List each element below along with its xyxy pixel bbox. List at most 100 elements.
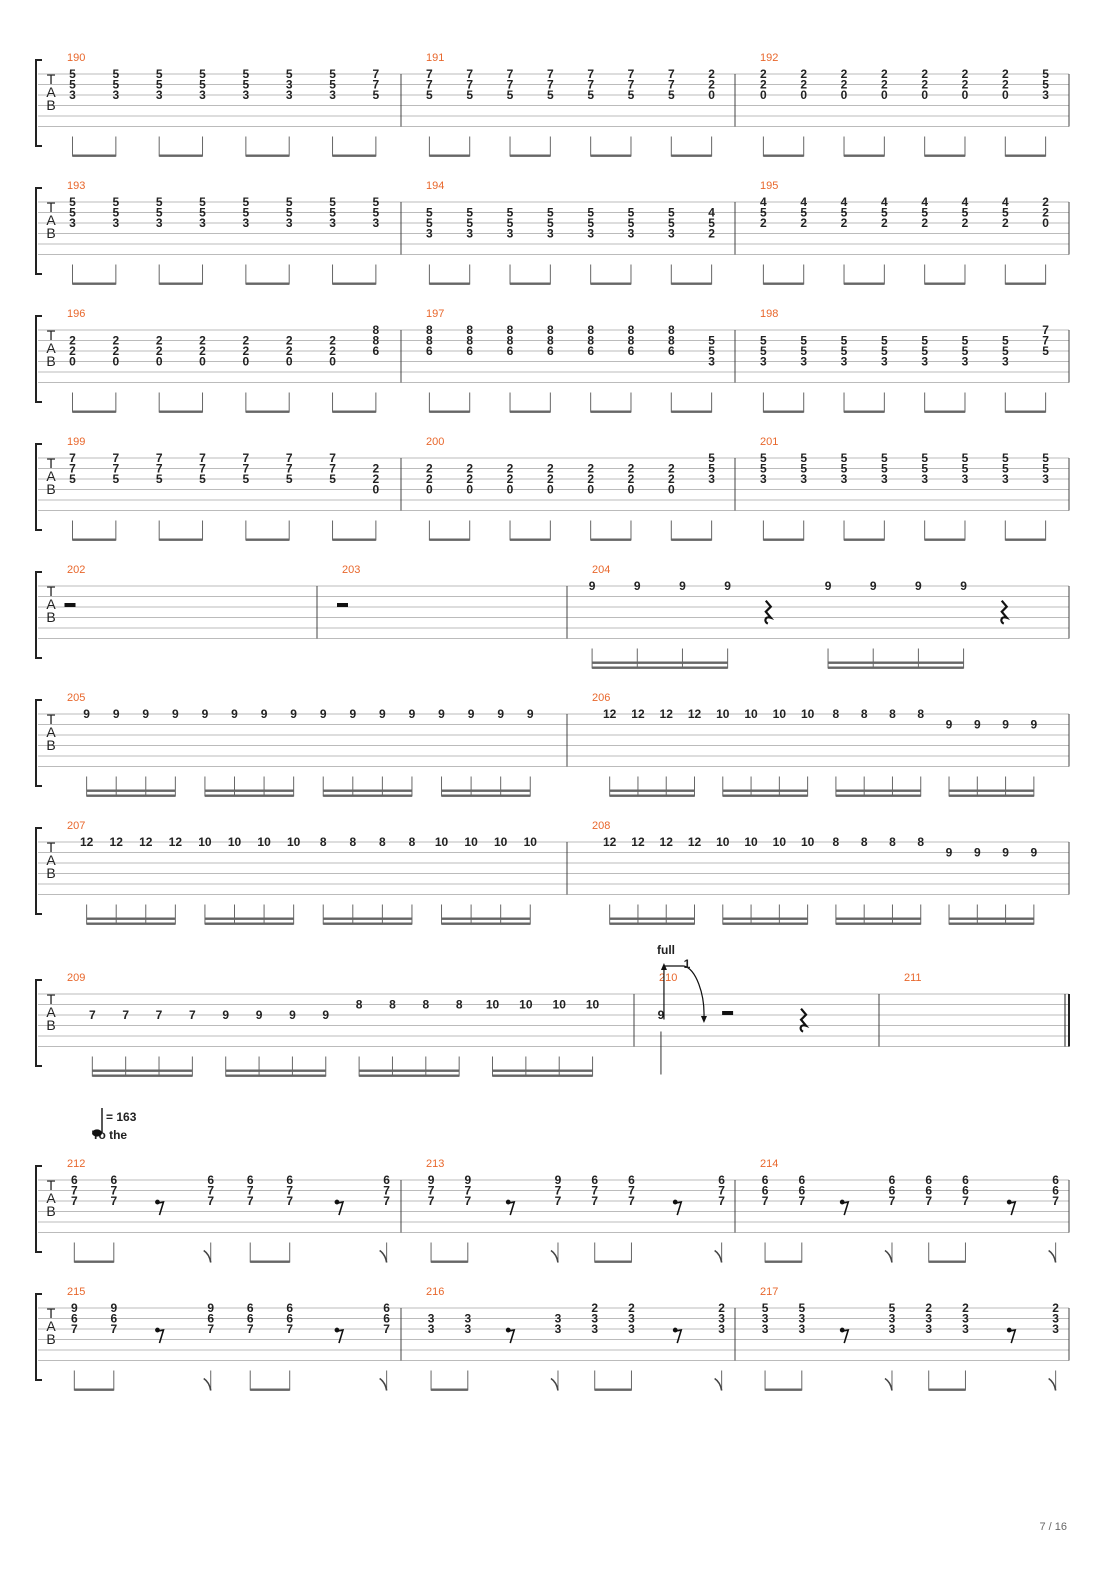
fret-number: 10: [287, 835, 301, 849]
fret-number: 8: [426, 323, 433, 337]
fret-number: 7: [286, 451, 293, 465]
fret-number: 2: [587, 472, 594, 486]
beam: [332, 410, 376, 413]
measure-number: 203: [342, 564, 360, 576]
system-bracket: [35, 1165, 42, 1253]
fret-number: 9: [724, 579, 731, 593]
fret-number: 6: [587, 344, 594, 358]
fret-number: 8: [422, 998, 429, 1012]
fret-number: 9: [202, 707, 209, 721]
fret-number: 3: [1052, 1312, 1059, 1326]
eighth-flag: [884, 1377, 893, 1391]
fret-number: 5: [156, 78, 163, 92]
fret-number: 3: [428, 1322, 435, 1336]
fret-number: 5: [243, 206, 250, 220]
fret-number: 3: [69, 88, 76, 102]
fret-number: 3: [69, 216, 76, 230]
beam: [429, 538, 470, 541]
fret-number: 0: [507, 483, 514, 497]
fret-number: 7: [207, 1322, 214, 1336]
fret-number: 8: [587, 323, 594, 337]
fret-number: 12: [603, 835, 617, 849]
fret-number: 9: [322, 1008, 329, 1022]
fret-number: 0: [373, 483, 380, 497]
fret-number: 9: [555, 1173, 562, 1187]
tab-clef-letter: T: [47, 839, 56, 855]
eighth-rest-stem: [1009, 1329, 1017, 1344]
fret-number: 9: [222, 1008, 229, 1022]
fret-number: 3: [464, 1312, 471, 1326]
eighth-flag: [1048, 1377, 1057, 1391]
tab-system: TAB2159679679676676676672163333332332332…: [35, 1286, 1070, 1391]
fret-number: 2: [708, 78, 715, 92]
beam: [671, 538, 712, 541]
beam: [949, 922, 1034, 925]
fret-number: 2: [800, 216, 807, 230]
fret-number: 9: [113, 707, 120, 721]
fret-number: 2: [286, 344, 293, 358]
fret-number: 3: [921, 472, 928, 486]
fret-number: 3: [962, 1322, 969, 1336]
fret-number: 3: [426, 227, 433, 241]
fret-number: 8: [373, 323, 380, 337]
fret-number: 2: [760, 78, 767, 92]
eighth-rest-stem: [675, 1329, 683, 1344]
fret-number: 8: [466, 323, 473, 337]
measure-number: 204: [592, 564, 610, 576]
fret-number: 5: [668, 216, 675, 230]
fret-number: 0: [243, 355, 250, 369]
fret-number: 5: [668, 206, 675, 220]
tab-system: TAB1935535535535535535535535531945535535…: [35, 180, 1070, 285]
fret-number: 7: [762, 1194, 769, 1208]
measure-number: 211: [904, 972, 922, 984]
fret-number: 7: [71, 1194, 78, 1208]
fret-number: 6: [247, 1312, 254, 1326]
fret-number: 8: [917, 835, 924, 849]
fret-number: 9: [290, 707, 297, 721]
beam: [86, 917, 176, 920]
half-rest: [337, 603, 348, 607]
beam: [441, 922, 531, 925]
fret-number: 7: [507, 78, 514, 92]
fret-number: 9: [289, 1008, 296, 1022]
tab-clef-letter: T: [47, 455, 56, 471]
fret-number: 7: [199, 451, 206, 465]
fret-number: 9: [464, 1173, 471, 1187]
fret-number: 5: [507, 206, 514, 220]
fret-number: 10: [716, 835, 730, 849]
fret-number: 7: [426, 67, 433, 81]
fret-number: 5: [921, 344, 928, 358]
fret-number: 0: [668, 483, 675, 497]
fret-number: 5: [199, 78, 206, 92]
fret-number: 6: [466, 344, 473, 358]
fret-number: 10: [257, 835, 271, 849]
beam: [159, 410, 203, 413]
tab-system: TAB2126776776776776776772139779779776776…: [35, 1158, 1070, 1263]
fret-number: 6: [247, 1173, 254, 1187]
tab-clef-letter: A: [46, 596, 56, 612]
tab-clef-letter: B: [46, 1017, 55, 1033]
fret-number: 7: [69, 451, 76, 465]
fret-number: 7: [286, 1184, 293, 1198]
tab-clef-letter: A: [46, 1004, 56, 1020]
fret-number: 5: [329, 472, 336, 486]
beam: [828, 661, 964, 664]
fret-number: 5: [69, 472, 76, 486]
fret-number: 3: [1042, 472, 1049, 486]
fret-number: 0: [841, 88, 848, 102]
beam: [844, 282, 885, 285]
bend-amount: 1: [684, 957, 691, 971]
eighth-rest-stem: [157, 1329, 165, 1344]
fret-number: 3: [113, 88, 120, 102]
fret-number: 3: [628, 227, 635, 241]
beam: [835, 794, 921, 797]
tab-system: TAB1905535535535535535335537751917757757…: [35, 52, 1070, 157]
beam: [594, 1388, 632, 1391]
fret-number: 2: [243, 344, 250, 358]
fret-number: 0: [426, 483, 433, 497]
fret-number: 5: [199, 472, 206, 486]
eighth-rest-stem: [336, 1329, 345, 1344]
fret-number: 5: [760, 206, 767, 220]
fret-number: 5: [1002, 462, 1009, 476]
